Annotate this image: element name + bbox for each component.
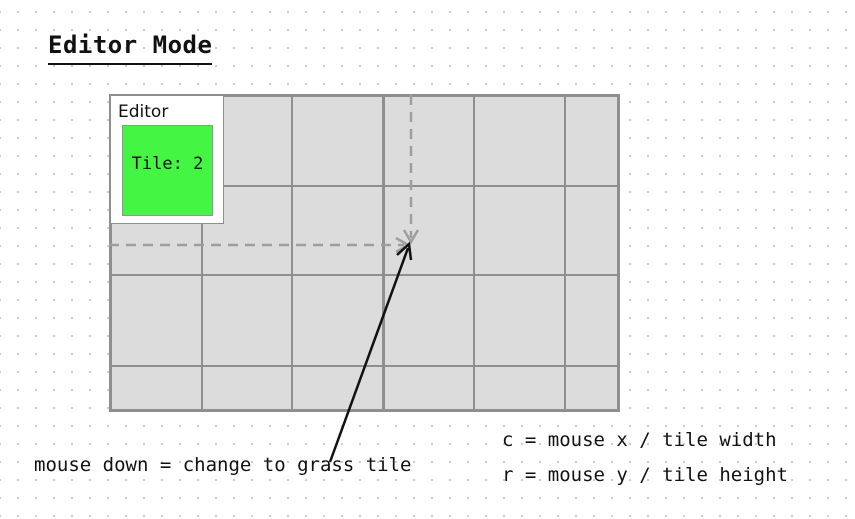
- editor-panel: Editor Tile: 2: [110, 95, 224, 224]
- grid-column-divider: [564, 97, 566, 409]
- grid-column-divider: [291, 97, 293, 409]
- editor-panel-title: Editor: [118, 102, 169, 122]
- grid-column-divider: [473, 97, 475, 409]
- mouse-down-pointer-arrowhead: [396, 241, 413, 261]
- mouse-y-guide-arrowhead: [402, 229, 420, 245]
- mouse-down-pointer-line: [328, 247, 410, 463]
- grid-column-divider: [382, 97, 385, 409]
- selected-tile-label: Tile: 2: [131, 154, 204, 174]
- grid-row-divider: [112, 274, 617, 276]
- page-title: Editor Mode: [48, 28, 213, 65]
- row-formula-caption: r = mouse y / tile height: [502, 464, 788, 486]
- grid-column-divider: [201, 97, 203, 409]
- column-formula-caption: c = mouse x / tile width: [502, 429, 777, 451]
- selected-tile-swatch[interactable]: Tile: 2: [122, 125, 213, 216]
- grid-row-divider: [112, 185, 617, 187]
- mouse-down-caption: mouse down = change to grass tile: [34, 454, 412, 476]
